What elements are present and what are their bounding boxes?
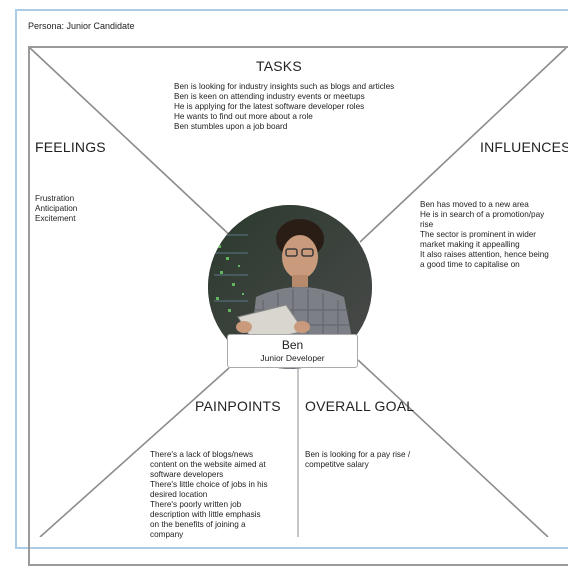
overall-goal-heading: OVERALL GOAL [305,398,415,414]
overall-goal-list: Ben is looking for a pay rise / competit… [305,450,410,470]
feelings-item: Excitement [35,214,76,223]
influences-item: It also raises attention, hence being [420,250,549,259]
feelings-list: Frustration Anticipation Excitement [35,194,77,224]
influences-item: The sector is prominent in wider [420,230,537,239]
tasks-item: He is applying for the latest software d… [174,102,365,111]
tasks-item: Ben stumbles upon a job board [174,122,288,131]
painpoints-list: There's a lack of blogs/news content on … [150,450,268,540]
painpoints-item: software developers [150,470,224,479]
influences-item: a good time to capitalise on [420,260,520,269]
painpoints-item: There's poorly written job [150,500,242,509]
painpoints-item: There's a lack of blogs/news [150,450,254,459]
tasks-item: Ben is looking for industry insights suc… [174,82,395,91]
painpoints-item: on the benefits of joining a [150,520,246,529]
overall-goal-item: Ben is looking for a pay rise / [305,450,411,459]
tasks-heading: TASKS [256,58,302,74]
painpoints-heading: PAINPOINTS [195,398,281,414]
painpoints-item: description with little emphasis [150,510,261,519]
divider-lines [29,47,567,537]
tasks-item: He wants to find out more about a role [174,112,313,121]
influences-list: Ben has moved to a new area He is in sea… [420,200,549,270]
tasks-item: Ben is keen on attending industry events… [174,92,365,101]
influences-item: Ben has moved to a new area [420,200,529,209]
tasks-list: Ben is looking for industry insights suc… [174,82,394,132]
persona-name: Ben [281,338,304,352]
influences-item: rise [420,220,434,229]
persona-role: Junior Developer [260,353,325,363]
feelings-item: Frustration [35,194,75,203]
painpoints-item: desired location [150,490,208,499]
painpoints-item: content on the website aimed at [150,460,266,469]
feelings-item: Anticipation [35,204,78,213]
persona-title: Persona: Junior Candidate [28,21,135,31]
painpoints-item: There's little choice of jobs in his [150,480,268,489]
influences-item: He is in search of a promotion/pay [420,210,545,219]
influences-heading: INFLUENCES [480,139,568,155]
persona-name-card: Ben Junior Developer [227,334,358,368]
feelings-heading: FEELINGS [35,139,106,155]
overall-goal-item: competitve salary [305,460,369,469]
influences-item: market making it appealling [420,240,520,249]
painpoints-item: company [150,530,184,539]
